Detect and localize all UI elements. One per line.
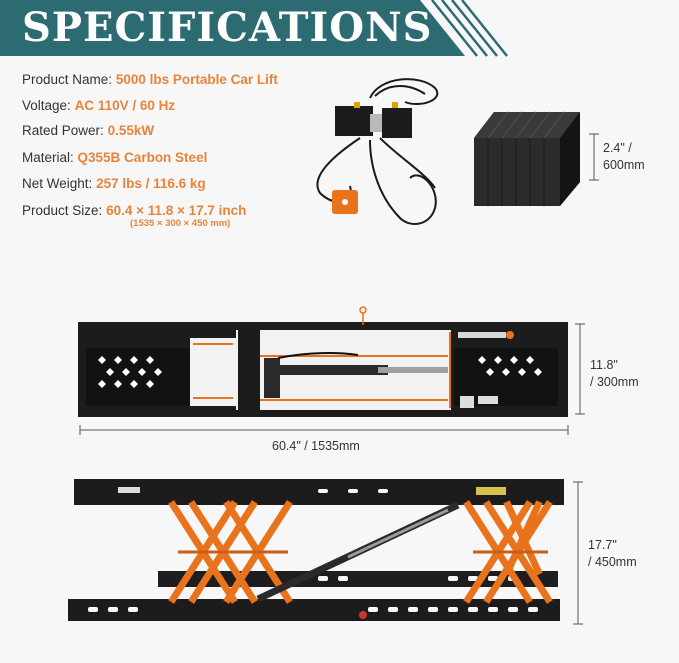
height-label-2: / 450mm [588, 555, 637, 569]
height-label-1: 17.7" [588, 538, 617, 552]
specifications-banner [0, 0, 508, 57]
height-dimension-line [573, 481, 583, 625]
spec-row-voltage: Voltage: AC 110V / 60 Hz [22, 98, 175, 113]
spec-value: Q355B Carbon Steel [77, 150, 208, 165]
width-label-1: 11.8" [590, 358, 618, 372]
rubber-pad-illustration [474, 111, 580, 206]
length-dimension-line [79, 425, 569, 435]
spec-label: Voltage: [22, 98, 71, 113]
spec-row-net-weight: Net Weight: 257 lbs / 116.6 kg [22, 176, 206, 191]
length-label: 60.4" / 1535mm [272, 439, 360, 453]
spec-value: AC 110V / 60 Hz [74, 98, 176, 113]
spec-value: 257 lbs / 116.6 kg [96, 176, 206, 191]
lift-top-view [78, 306, 568, 417]
spec-label: Product Size: [22, 203, 103, 218]
spec-value: 5000 lbs Portable Car Lift [115, 72, 278, 87]
spec-value: 0.55kW [107, 123, 155, 138]
pad-height-label-2: 600mm [603, 158, 645, 172]
spec-value: 60.4 × 11.8 × 17.7 inch [106, 203, 247, 218]
spec-label: Material: [22, 150, 74, 165]
width-label-2: / 300mm [590, 375, 639, 389]
spec-row-product-name: Product Name: 5000 lbs Portable Car Lift [22, 72, 278, 87]
width-dimension-line [575, 323, 585, 415]
spec-label: Rated Power: [22, 123, 104, 138]
size-metric: (1535 × 300 × 450 mm) [130, 218, 231, 229]
lift-side-view [68, 479, 564, 621]
pad-height-label-1: 2.4" / [603, 141, 632, 155]
hydraulic-pump-illustration [316, 78, 439, 225]
spec-row-material: Material: Q355B Carbon Steel [22, 150, 207, 165]
pad-height-dimension-line [589, 133, 599, 181]
page-title: SPECIFICATIONS [22, 4, 433, 51]
spec-label: Net Weight: [22, 176, 93, 191]
spec-label: Product Name: [22, 72, 113, 87]
spec-row-product-size: Product Size: 60.4 × 11.8 × 17.7 inch [22, 203, 246, 218]
spec-row-rated-power: Rated Power: 0.55kW [22, 123, 154, 138]
